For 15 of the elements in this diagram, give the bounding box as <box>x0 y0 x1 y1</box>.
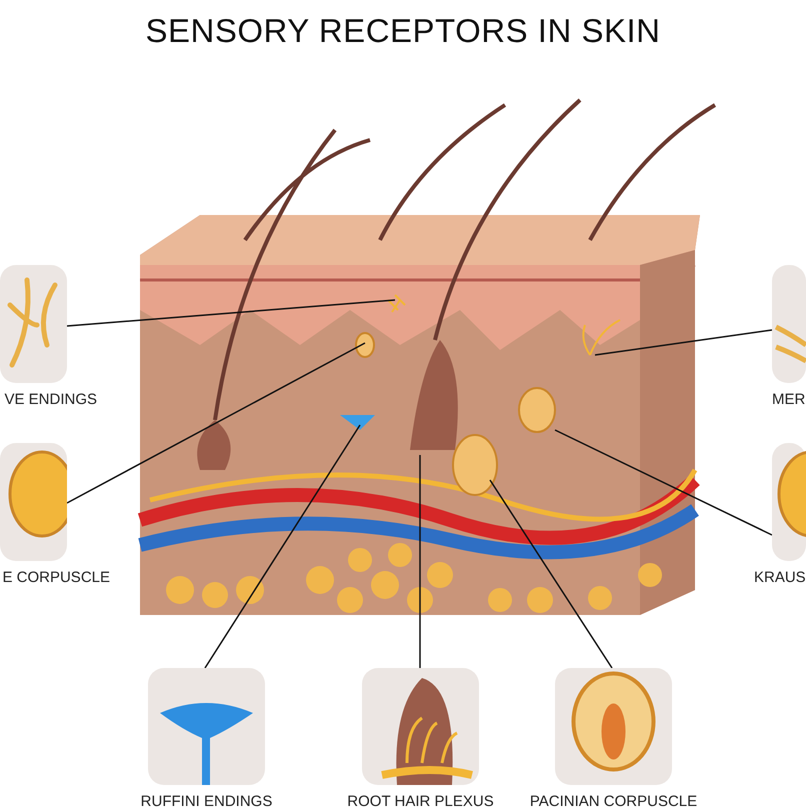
receptor-label: VE ENDINGS <box>4 391 97 409</box>
leader-line <box>419 455 421 668</box>
title: SENSORY RECEPTORS IN SKIN <box>144 12 662 50</box>
leader-line <box>66 299 396 327</box>
leader-line <box>66 342 366 504</box>
leader-line <box>554 429 772 536</box>
receptor-label: ROOT HAIR PLEXUS <box>347 793 494 807</box>
receptor-label: KRAUS <box>754 569 806 587</box>
leader-line <box>204 424 361 668</box>
leader-line <box>594 329 772 356</box>
receptor-label: E CORPUSCLE <box>2 569 110 587</box>
receptor-label: PACINIAN CORPUSCLE <box>530 793 698 807</box>
receptor-label: MER <box>772 391 806 409</box>
leader-line <box>489 480 613 668</box>
receptor-label: RUFFINI ENDINGS <box>140 793 272 807</box>
